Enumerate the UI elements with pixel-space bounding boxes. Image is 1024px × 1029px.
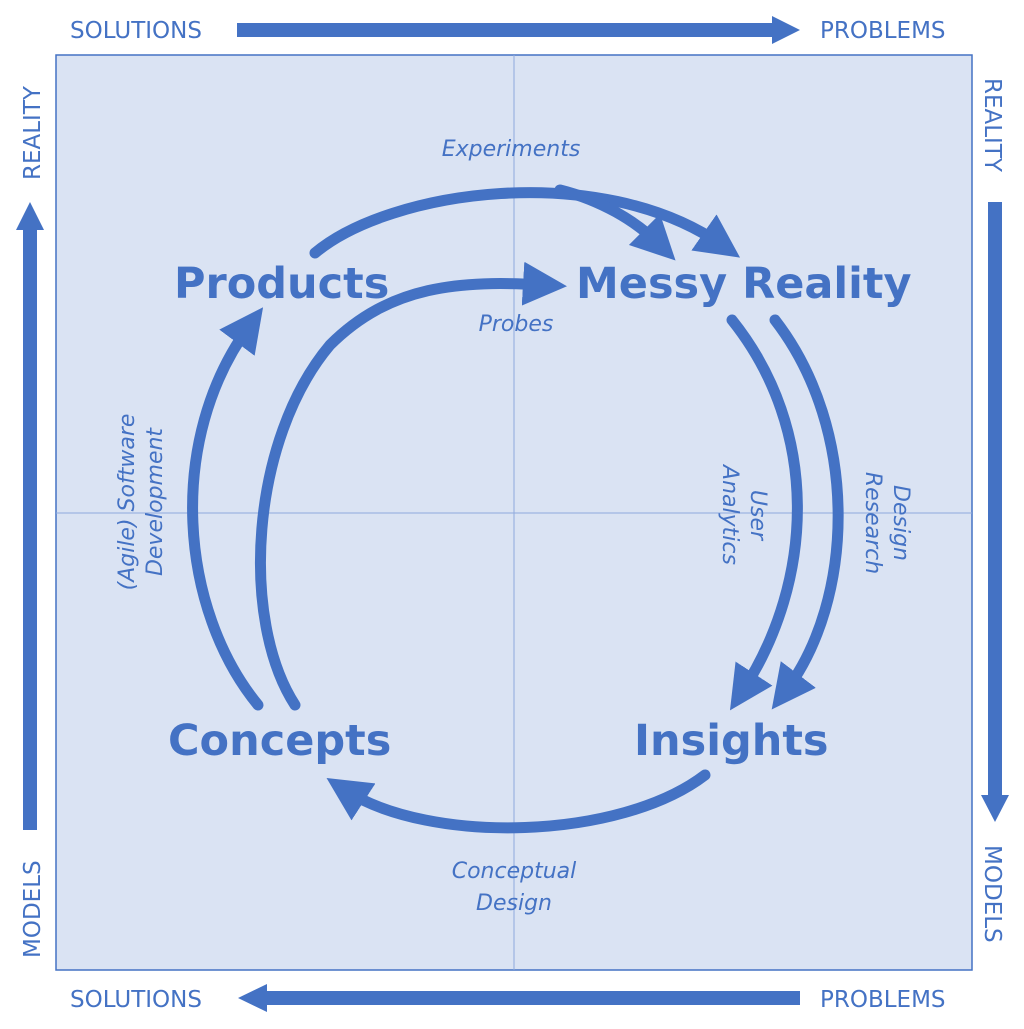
label-design-line2: Research — [860, 472, 885, 574]
user-analytics-arrow — [726, 314, 803, 711]
axis-label-solutions-bottom: SOLUTIONS — [70, 987, 202, 1013]
label-conceptual-line1: Conceptual — [452, 859, 577, 884]
label-user-line2: Analytics — [717, 463, 742, 565]
node-messy-reality: Messy Reality — [576, 259, 912, 309]
left-axis-arrow — [16, 202, 44, 830]
experiments-branch-arrow — [554, 184, 676, 261]
label-probes: Probes — [479, 312, 554, 337]
label-user-analytics: User Analytics — [717, 463, 770, 565]
label-user-line1: User — [745, 490, 770, 542]
node-insights: Insights — [634, 716, 829, 766]
probes-arrow — [254, 261, 567, 711]
node-products: Products — [174, 259, 389, 309]
label-agile-development: (Agile) Software Development — [115, 414, 168, 591]
label-experiments: Experiments — [442, 137, 581, 162]
top-axis-arrow — [237, 16, 800, 44]
bottom-axis-arrow — [238, 984, 800, 1012]
label-design-line1: Design — [888, 485, 913, 561]
axis-label-models-left: MODELS — [20, 860, 46, 958]
conceptual-design-arrow — [326, 769, 711, 834]
axis-label-models-right: MODELS — [979, 845, 1005, 943]
label-agile-line2: Development — [143, 427, 168, 576]
label-agile-line1: (Agile) Software — [115, 414, 140, 591]
right-axis-arrow — [981, 202, 1009, 822]
agile-development-arrow — [187, 307, 264, 711]
axis-label-problems-top: PROBLEMS — [820, 18, 946, 44]
axis-label-solutions-top: SOLUTIONS — [70, 18, 202, 44]
design-research-arrow — [769, 314, 844, 710]
axis-label-reality-right: REALITY — [979, 78, 1005, 173]
label-design-research: Design Research — [860, 472, 913, 574]
axis-label-problems-bottom: PROBLEMS — [820, 987, 946, 1013]
node-concepts: Concepts — [168, 716, 391, 766]
axis-label-reality-left: REALITY — [20, 85, 46, 180]
label-conceptual-line2: Design — [476, 891, 552, 916]
